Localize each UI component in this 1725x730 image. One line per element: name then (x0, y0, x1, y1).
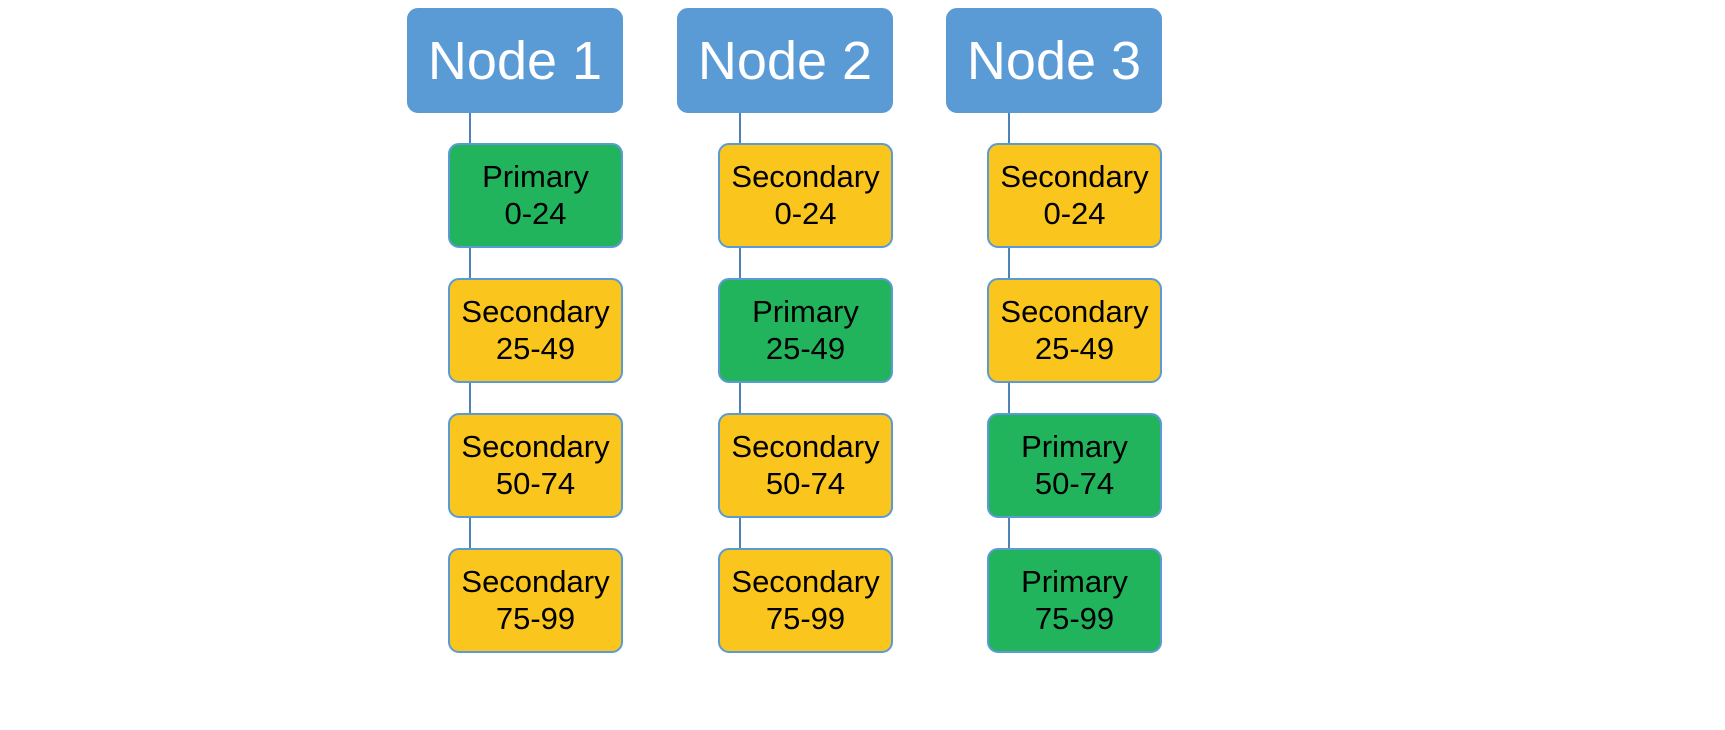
range-box-role: Secondary (731, 159, 880, 195)
range-box-1-1[interactable]: Primary 0-24 (448, 143, 623, 248)
range-box-2-3[interactable]: Secondary 50-74 (718, 413, 893, 518)
range-box-range: 25-49 (765, 330, 846, 366)
range-box-role: Secondary (461, 429, 610, 465)
range-box-3-4[interactable]: Primary 75-99 (987, 548, 1162, 653)
range-box-3-2[interactable]: Secondary 25-49 (987, 278, 1162, 383)
range-box-3-3[interactable]: Primary 50-74 (987, 413, 1162, 518)
range-box-role: Primary (752, 294, 859, 330)
range-box-range: 50-74 (765, 465, 846, 501)
range-box-1-2[interactable]: Secondary 25-49 (448, 278, 623, 383)
range-box-range: 0-24 (1043, 195, 1106, 231)
range-box-role: Secondary (731, 564, 880, 600)
range-box-range: 50-74 (495, 465, 576, 501)
range-box-3-1[interactable]: Secondary 0-24 (987, 143, 1162, 248)
node-column-1: Node 1 Primary 0-24 Secondary 25-49 Seco… (407, 0, 623, 730)
range-box-range: 75-99 (495, 600, 576, 636)
range-box-2-2[interactable]: Primary 25-49 (718, 278, 893, 383)
range-box-role: Secondary (461, 294, 610, 330)
range-box-range: 75-99 (1034, 600, 1115, 636)
node-column-2: Node 2 Secondary 0-24 Primary 25-49 Seco… (677, 0, 893, 730)
range-box-role: Primary (1021, 564, 1128, 600)
range-box-role: Secondary (461, 564, 610, 600)
node-header-1[interactable]: Node 1 (407, 8, 623, 113)
range-box-2-4[interactable]: Secondary 75-99 (718, 548, 893, 653)
range-box-role: Secondary (1000, 294, 1149, 330)
range-box-role: Secondary (731, 429, 880, 465)
range-box-range: 25-49 (495, 330, 576, 366)
range-box-range: 25-49 (1034, 330, 1115, 366)
range-box-range: 0-24 (504, 195, 567, 231)
range-box-role: Primary (482, 159, 589, 195)
node-header-2[interactable]: Node 2 (677, 8, 893, 113)
range-box-1-3[interactable]: Secondary 50-74 (448, 413, 623, 518)
range-box-range: 0-24 (774, 195, 837, 231)
range-box-role: Secondary (1000, 159, 1149, 195)
node-column-3: Node 3 Secondary 0-24 Secondary 25-49 Pr… (946, 0, 1162, 730)
range-box-range: 50-74 (1034, 465, 1115, 501)
range-box-2-1[interactable]: Secondary 0-24 (718, 143, 893, 248)
range-box-range: 75-99 (765, 600, 846, 636)
range-box-role: Primary (1021, 429, 1128, 465)
range-box-1-4[interactable]: Secondary 75-99 (448, 548, 623, 653)
node-header-3[interactable]: Node 3 (946, 8, 1162, 113)
